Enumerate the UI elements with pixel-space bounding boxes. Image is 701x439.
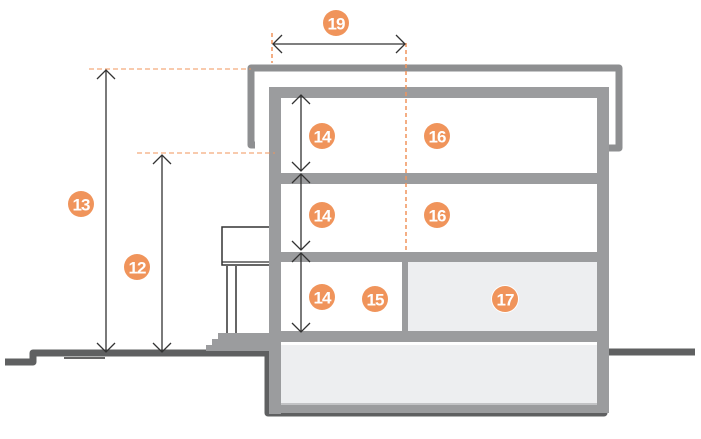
badge-14-mid: 14: [309, 202, 335, 228]
badge-14-top: 14: [309, 123, 335, 149]
roof-slab: [269, 87, 609, 98]
basement-fill: [281, 345, 597, 405]
entry-steps: [200, 333, 275, 351]
basement-floor: [269, 405, 609, 413]
dim-total-height: [96, 69, 116, 353]
badge-17-text: 17: [497, 291, 514, 310]
badge-14-bottom: 14: [309, 284, 335, 310]
badge-12-text: 12: [129, 259, 146, 278]
badge-19: 19: [323, 10, 349, 36]
badge-12: 12: [124, 254, 150, 280]
basement-floor-strip: [281, 403, 597, 406]
entry-canopy: [221, 226, 271, 266]
badge-14-bottom-text: 14: [314, 289, 332, 308]
badge-14-top-text: 14: [314, 128, 332, 147]
badge-16-top: 16: [424, 123, 450, 149]
badge-16-mid-text: 16: [429, 207, 446, 226]
badge-15: 15: [362, 286, 388, 312]
roof-overhang: [247, 64, 623, 152]
badge-16-mid: 16: [424, 202, 450, 228]
floor-slab-3: [269, 173, 609, 184]
dim-eave-height: [152, 154, 172, 353]
outer-wall-left: [269, 87, 281, 414]
badge-16-top-text: 16: [429, 128, 446, 147]
badge-17: 17: [491, 285, 519, 313]
dim-floor-heights: [291, 94, 311, 333]
badge-13: 13: [68, 191, 94, 217]
badge-14-mid-text: 14: [314, 207, 332, 226]
floor-slab-1: [269, 331, 609, 342]
badge-15-text: 15: [367, 291, 384, 310]
badge-19-text: 19: [328, 15, 345, 34]
partition-wall: [402, 262, 408, 331]
dim-overhang-width: [272, 34, 406, 54]
badge-13-text: 13: [73, 196, 90, 215]
outer-wall-right: [597, 87, 609, 407]
floor-slab-2: [269, 252, 609, 262]
